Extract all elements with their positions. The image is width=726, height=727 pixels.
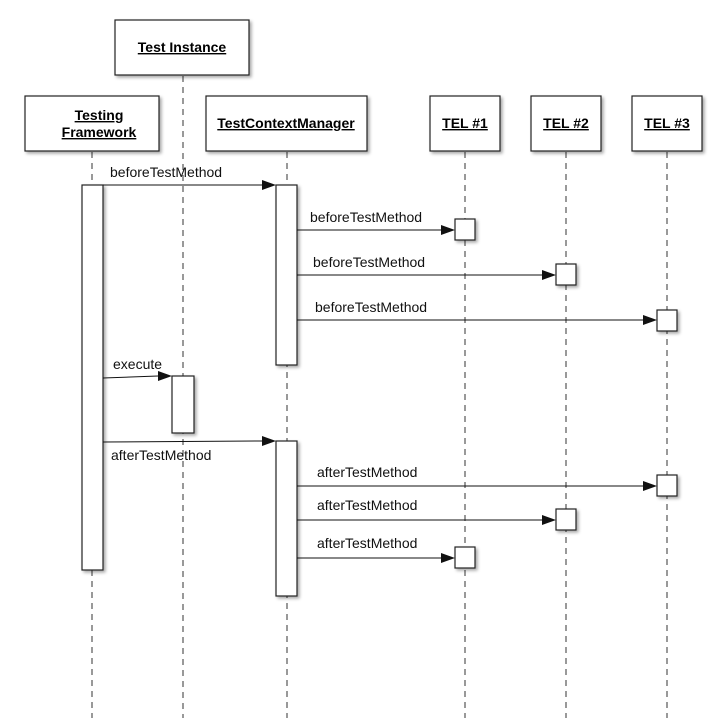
activation-test-context-manager-after [275,440,298,597]
activation-tel1-before [454,218,476,241]
activation-test-context-manager-before [275,184,298,366]
message-label: execute [113,356,162,372]
participant-tel1: TEL #1 [429,95,501,152]
participant-tel3: TEL #3 [631,95,703,152]
message-label: afterTestMethod [317,497,417,513]
activation-tel2-after [555,508,577,531]
participant-label-tel2: TEL #2 [543,115,589,131]
message-label: afterTestMethod [111,447,211,463]
message-label: afterTestMethod [317,535,417,551]
participant-label-testing-framework-line1: Testing [75,107,124,123]
participant-label-tel1: TEL #1 [442,115,488,131]
activation-test-instance-execute [171,375,195,434]
message-before-test-method-to-tel1: beforeTestMethod [297,209,455,235]
activation-tel2-before [555,263,577,286]
message-label: beforeTestMethod [110,164,222,180]
message-after-test-method-to-tel1: afterTestMethod [297,535,455,563]
message-before-test-method-to-tcm: beforeTestMethod [103,164,276,190]
participant-label-testing-framework-line2: Framework [62,124,137,140]
message-after-test-method-to-tel3: afterTestMethod [297,464,657,491]
message-after-test-method-to-tcm: afterTestMethod [102,436,276,463]
participant-label-tel3: TEL #3 [644,115,690,131]
participant-testing-framework: Testing Framework [24,95,160,152]
participant-test-instance: Test Instance [114,19,250,76]
participant-test-context-manager: TestContextManager [205,95,368,152]
message-label: beforeTestMethod [315,299,427,315]
message-label: beforeTestMethod [313,254,425,270]
activation-testing-framework [81,184,104,571]
message-after-test-method-to-tel2: afterTestMethod [297,497,556,525]
activation-tel3-before [656,309,678,332]
message-execute: execute [102,356,172,381]
participant-label-test-instance: Test Instance [138,39,227,55]
participant-tel2: TEL #2 [530,95,602,152]
message-before-test-method-to-tel2: beforeTestMethod [297,254,556,280]
message-before-test-method-to-tel3: beforeTestMethod [297,299,657,325]
activation-tel1-after [454,546,476,569]
message-label: beforeTestMethod [310,209,422,225]
activation-tel3-after [656,474,678,497]
message-label: afterTestMethod [317,464,417,480]
participant-label-test-context-manager: TestContextManager [217,115,355,131]
